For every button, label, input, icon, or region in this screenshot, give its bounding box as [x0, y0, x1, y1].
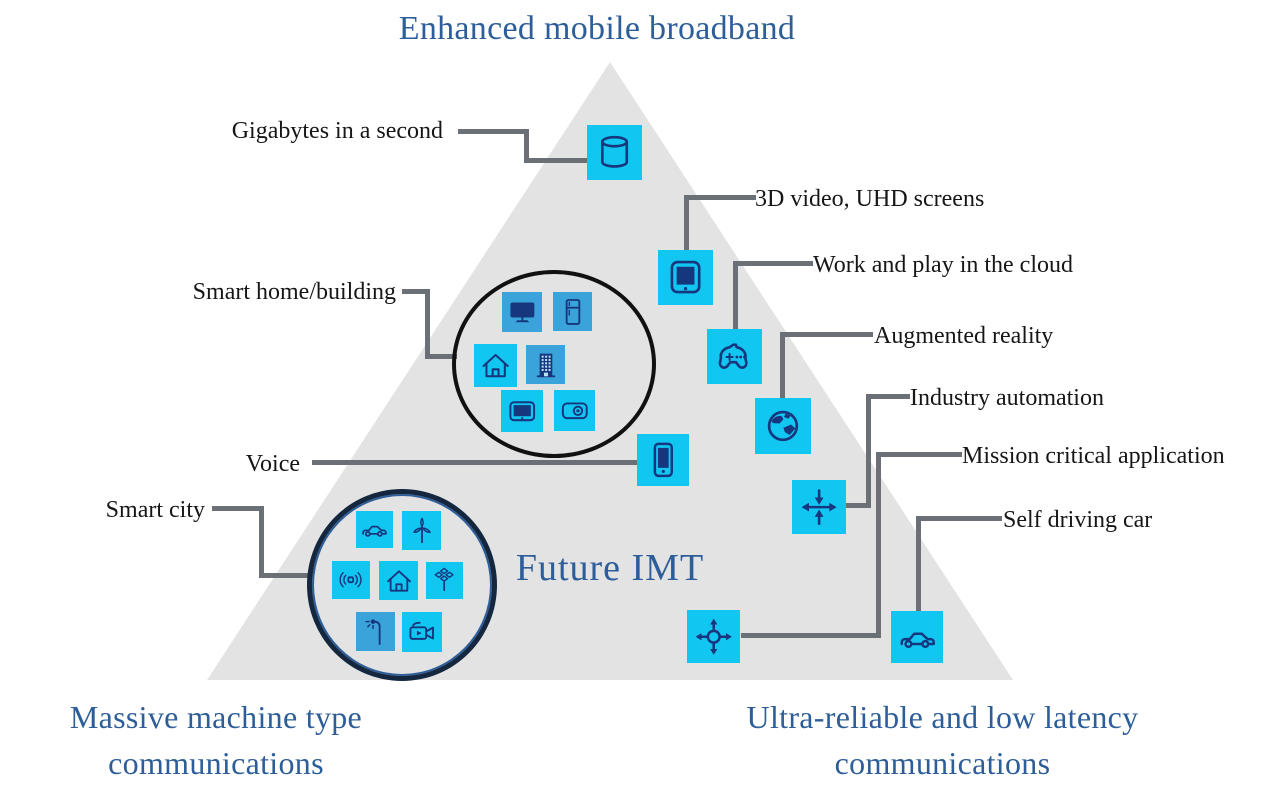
- heading-urllc-line2: communications: [834, 745, 1051, 781]
- connector-industry: [866, 394, 910, 399]
- connector-gigabytes: [524, 158, 588, 163]
- connector-industry: [845, 503, 871, 508]
- title-enhanced-mobile-broadband: Enhanced mobile broadband: [398, 10, 796, 47]
- use-case-label-video: 3D video, UHD screens: [755, 186, 985, 212]
- icon-tile-smart_home-1: [553, 292, 592, 331]
- game-controller-icon: [718, 343, 748, 369]
- heading-massive-machine-type: Massive machine type communications: [0, 694, 432, 786]
- icon-tile-smart_city-6: [402, 612, 442, 652]
- icon-tile-mission: [687, 610, 740, 663]
- icon-tile-cloud: [707, 329, 762, 384]
- icon-tile-smart_city-3: [379, 561, 418, 600]
- icon-tile-smart_home-4: [501, 390, 543, 432]
- connector-video: [684, 195, 756, 200]
- database-icon: [600, 135, 629, 168]
- connector-ar: [780, 332, 785, 400]
- use-case-label-smart_home: Smart home/building: [192, 279, 396, 305]
- connector-mission: [741, 633, 881, 638]
- icon-tile-gigabytes: [587, 125, 642, 180]
- connector-mission: [876, 452, 962, 457]
- house-icon: [386, 569, 411, 592]
- icon-tile-selfdriving: [891, 611, 943, 663]
- icon-tile-smart_home-5: [554, 390, 595, 431]
- connector-cloud: [733, 261, 738, 331]
- connector-video: [684, 195, 689, 250]
- icon-tile-video: [658, 250, 713, 305]
- street-lamp-icon: [364, 618, 381, 645]
- icon-tile-smart_city-1: [402, 511, 441, 550]
- connector-smart_home: [425, 354, 457, 359]
- fridge-icon: [565, 298, 580, 325]
- solar-panel-icon: [434, 568, 455, 592]
- connector-smart_home: [425, 289, 430, 359]
- video-camera-icon: [409, 621, 434, 640]
- converging-arrows-icon: [801, 489, 837, 525]
- monitor-icon: [510, 302, 534, 322]
- connector-smart_city: [259, 506, 264, 578]
- connector-industry: [866, 394, 871, 508]
- use-case-label-voice: Voice: [245, 451, 300, 477]
- use-case-label-cloud: Work and play in the cloud: [813, 252, 1074, 278]
- icon-tile-smart_city-2: [332, 561, 370, 599]
- icon-tile-ar: [755, 398, 811, 454]
- connector-cloud: [733, 261, 813, 266]
- connector-smart_city: [212, 506, 264, 511]
- tablet-icon: [509, 401, 535, 421]
- use-case-label-industry: Industry automation: [910, 385, 1104, 411]
- heading-massive-line1: Massive machine type: [69, 699, 363, 735]
- icon-tile-smart_home-0: [502, 292, 542, 332]
- uhd-screen-icon: [670, 260, 701, 294]
- use-case-label-gigabytes: Gigabytes in a second: [231, 118, 443, 144]
- connector-selfdriving: [916, 516, 921, 613]
- camera-icon: [561, 402, 588, 419]
- globe-icon: [767, 410, 799, 442]
- connector-gigabytes: [524, 129, 529, 163]
- connector-smart_city: [259, 573, 311, 578]
- car-icon: [362, 526, 388, 538]
- heading-massive-line2: communications: [108, 745, 324, 781]
- icon-tile-smart_home-3: [526, 345, 565, 384]
- connector-selfdriving: [916, 516, 1002, 521]
- connector-gigabytes: [458, 129, 528, 134]
- house-icon: [482, 353, 509, 378]
- smart-city-circle-outline: [307, 489, 497, 681]
- icon-tile-smart_home-2: [474, 344, 517, 387]
- icon-tile-smart_city-0: [356, 511, 393, 548]
- car-icon: [900, 632, 935, 648]
- use-case-label-smart_city: Smart city: [105, 497, 205, 523]
- sensor-icon: [339, 572, 363, 588]
- use-case-label-ar: Augmented reality: [874, 323, 1054, 349]
- icon-tile-industry: [792, 480, 846, 534]
- compass-arrows-icon: [695, 618, 732, 655]
- smart-home-circle-outline: [452, 270, 656, 458]
- wind-turbine-icon: [412, 517, 431, 543]
- heading-urllc-line1: Ultra-reliable and low latency: [746, 699, 1139, 735]
- connector-voice: [312, 460, 638, 465]
- use-case-label-selfdriving: Self driving car: [1003, 507, 1153, 533]
- heading-ultra-reliable: Ultra-reliable and low latency communica…: [690, 694, 1195, 786]
- label-future-imt: Future IMT: [515, 547, 705, 589]
- connector-mission: [876, 452, 881, 638]
- smartphone-icon: [653, 442, 673, 477]
- icon-tile-voice: [637, 434, 689, 486]
- use-case-label-mission: Mission critical application: [962, 443, 1225, 469]
- building-icon: [536, 353, 555, 377]
- icon-tile-smart_city-4: [426, 562, 463, 599]
- connector-smart_home: [402, 289, 430, 294]
- connector-ar: [780, 332, 873, 337]
- icon-tile-smart_city-5: [356, 612, 395, 651]
